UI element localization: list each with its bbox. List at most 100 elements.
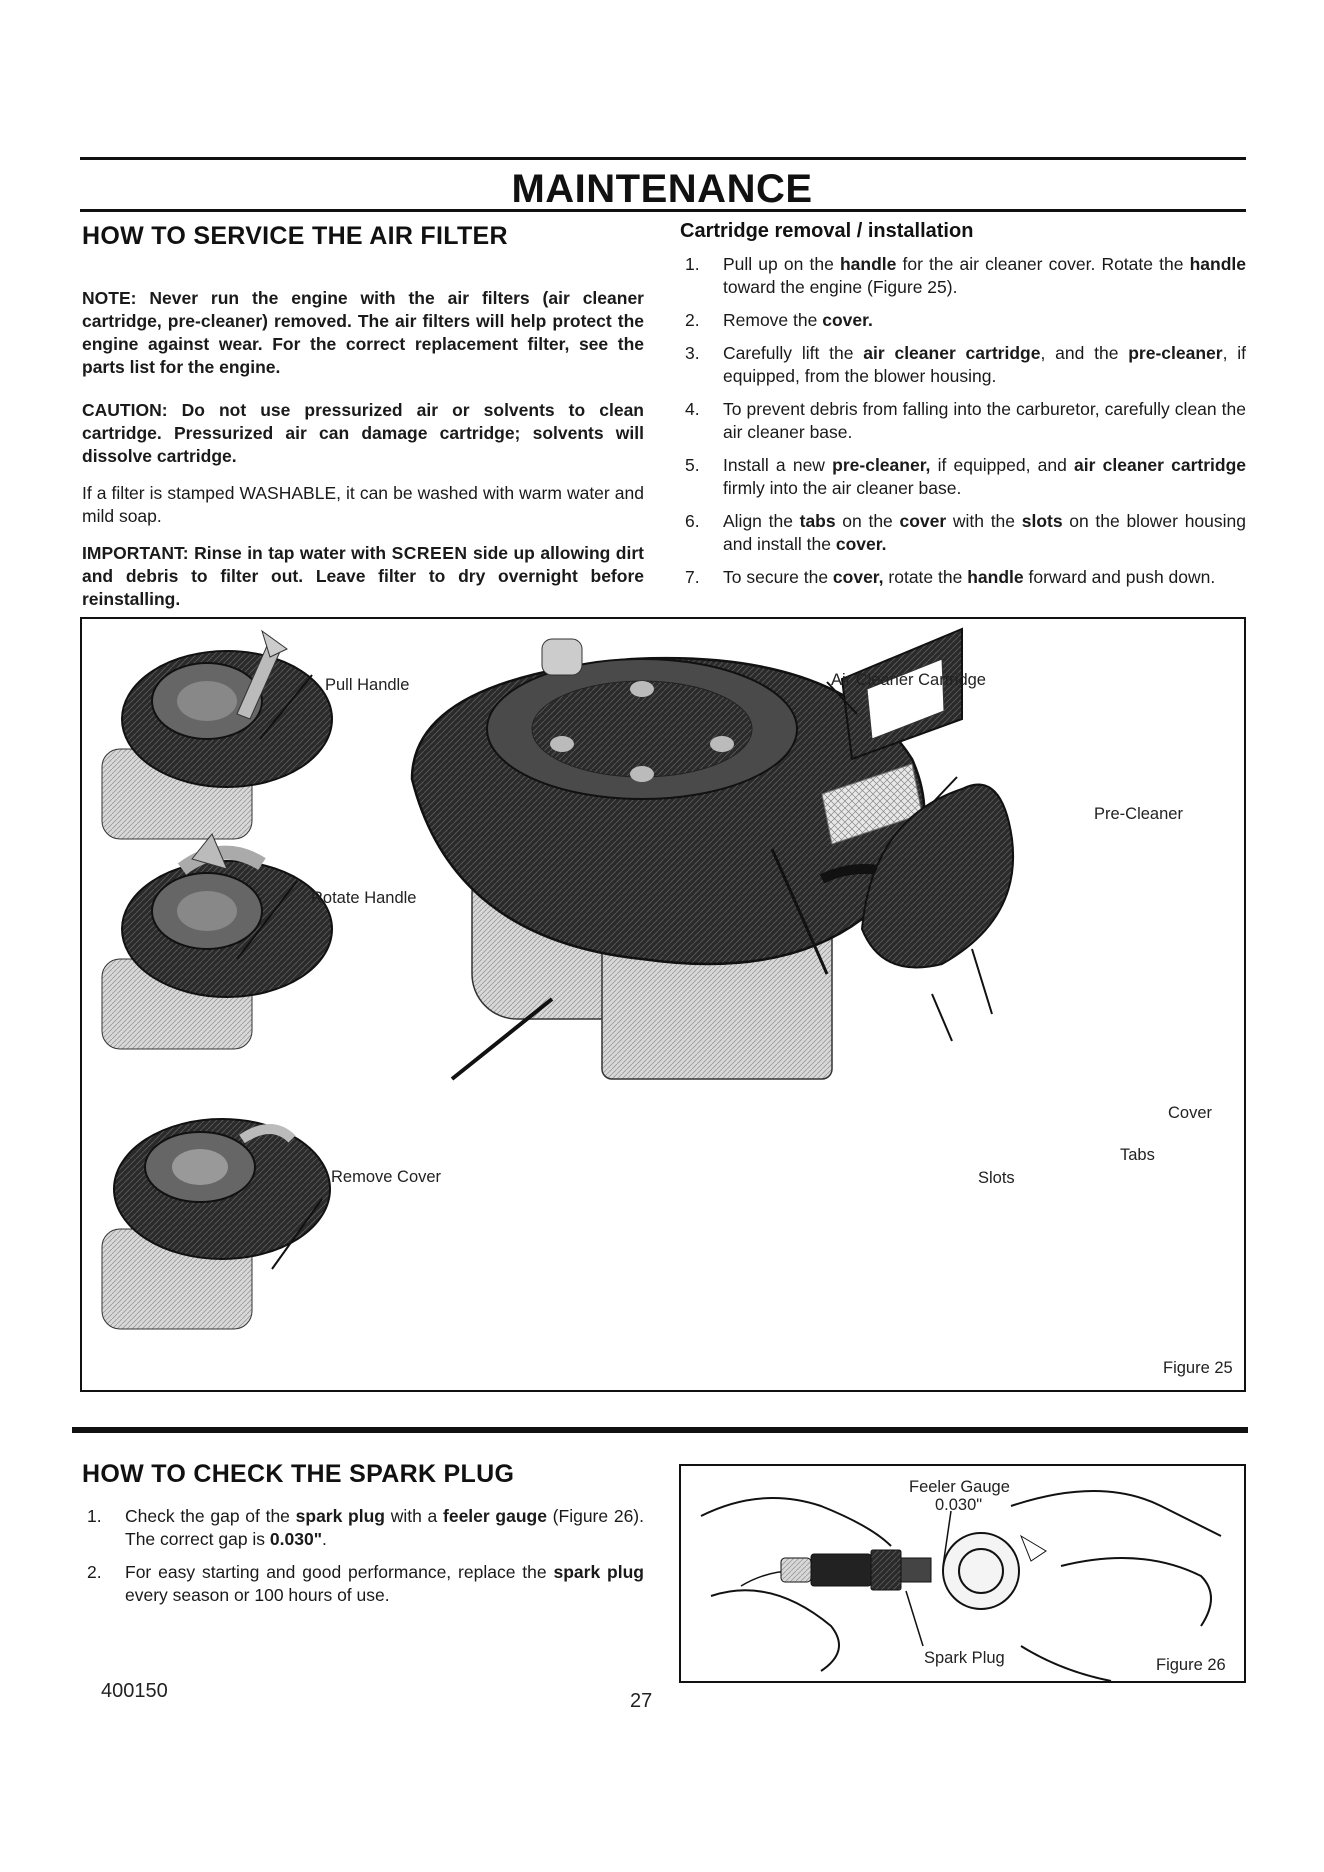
figure-26-caption: Figure 26	[1156, 1656, 1226, 1674]
tabs-leader	[931, 993, 953, 1042]
cartridge-step-text: handle	[839, 254, 897, 274]
cartridge-heading: Cartridge removal / installation	[680, 220, 974, 242]
pull-handle-leader	[259, 674, 313, 740]
note-paragraph: NOTE: Never run the engine with the air …	[82, 288, 644, 377]
spark-plug-step-text: feeler gauge	[443, 1506, 547, 1526]
label-spark-plug: Spark Plug	[924, 1649, 1005, 1667]
cartridge-step-text: Install a new	[723, 455, 833, 475]
cartridge-step-7: 7.To secure the cover, rotate the handle…	[680, 566, 1246, 589]
rotate-handle-leader	[236, 880, 298, 960]
cartridge-step-text: To prevent debris from falling into the …	[723, 399, 1246, 442]
cartridge-step-text: pre-cleaner,	[832, 455, 931, 475]
cartridge-step-text: air cleaner cartridge	[1074, 455, 1247, 475]
remove-cover-leader	[271, 1198, 323, 1270]
cartridge-step-text: for the air cleaner cover. Rotate the	[896, 254, 1190, 274]
cartridge-step-text: on the	[835, 511, 900, 531]
spark-plug-step-1: 1.Check the gap of the spark plug with a…	[82, 1505, 644, 1551]
cartridge-step-text: cover	[899, 511, 947, 531]
label-cover: Cover	[1168, 1104, 1213, 1122]
cartridge-step-text: if equipped, and	[930, 455, 1075, 475]
air-cleaner-cartridge	[840, 627, 963, 761]
cartridge-step-text: To secure the	[723, 567, 833, 587]
small-engine-rotate	[101, 833, 333, 1050]
small-engine-remove	[101, 1118, 331, 1330]
label-feeler-gauge: Feeler Gauge	[909, 1478, 1010, 1496]
label-tabs: Tabs	[1120, 1146, 1155, 1164]
spark-plug-step-text: 0.030"	[269, 1529, 323, 1549]
cartridge-step-text: cover.	[835, 534, 887, 554]
spark-plug-step-text: every season or 100 hours of use.	[125, 1585, 390, 1605]
small-engine-pull	[101, 629, 333, 840]
cover	[860, 783, 1015, 969]
cartridge-section: Cartridge removal / installation 1.Pull …	[680, 220, 1246, 599]
figure-25-caption: Figure 25	[1163, 1359, 1233, 1377]
air-filter-heading: HOW TO SERVICE THE AIR FILTER	[82, 222, 508, 250]
cartridge-step-text: air cleaner cartridge	[863, 343, 1041, 363]
cartridge-steps-list: 1.Pull up on the handle for the air clea…	[680, 253, 1246, 589]
spark-plug-step-text: .	[322, 1529, 327, 1549]
label-pull-handle: Pull Handle	[325, 676, 410, 694]
engine-illustration	[101, 627, 1015, 1330]
cartridge-step-number: 3.	[685, 343, 700, 363]
cartridge-step-2: 2. Remove the cover.	[680, 309, 1246, 332]
cartridge-step-number: 1.	[685, 254, 700, 274]
cartridge-step-number: 2.	[685, 310, 700, 330]
caution-paragraph: CAUTION: Do not use pressurized air or s…	[82, 400, 644, 466]
spark-plug-heading: HOW TO CHECK THE SPARK PLUG	[82, 1460, 515, 1488]
cartridge-step-text: Carefully lift the	[723, 343, 864, 363]
label-remove-cover: Remove Cover	[331, 1168, 442, 1186]
section-divider	[72, 1427, 1248, 1433]
cartridge-step-text: handle	[1189, 254, 1246, 274]
label-rotate-handle: Rotate Handle	[311, 889, 417, 907]
spark-plug-step-text: For easy starting and good performance, …	[125, 1562, 554, 1582]
spark-plug-section: HOW TO CHECK THE SPARK PLUG 1.Check the …	[82, 1460, 644, 1617]
washable-paragraph: If a filter is stamped WASHABLE, it can …	[82, 483, 644, 526]
cartridge-step-text: slots	[1021, 511, 1063, 531]
spark-plug-step-text: (Figure 26). The correct gap is	[125, 1506, 644, 1549]
page-title: MAINTENANCE	[511, 167, 813, 211]
cartridge-step-1: 1.Pull up on the handle for the air clea…	[680, 253, 1246, 299]
cartridge-step-text: tabs	[799, 511, 836, 531]
cartridge-step-text: Align the	[723, 511, 800, 531]
title-underline	[80, 209, 1246, 212]
cartridge-leader	[826, 681, 858, 715]
document-number: 400150	[101, 1680, 168, 1702]
spark-plug-step-text: spark plug	[295, 1506, 385, 1526]
cartridge-step-number: 7.	[685, 567, 700, 587]
slots-line	[770, 848, 829, 975]
cartridge-step-text: firmly into the air cleaner base.	[723, 478, 962, 498]
cartridge-step-text: pre-cleaner	[1128, 343, 1223, 363]
top-rule	[80, 157, 1246, 160]
cartridge-step-text: toward the engine (Figure 25).	[723, 277, 958, 297]
cartridge-step-4: 4.To prevent debris from falling into th…	[680, 398, 1246, 444]
figure-25: Pull Handle Rotate Handle Remove Cover A…	[80, 617, 1246, 1392]
spark-plug-steps-list: 1.Check the gap of the spark plug with a…	[82, 1505, 644, 1607]
main-engine	[410, 638, 926, 1081]
label-slots: Slots	[978, 1169, 1015, 1187]
important-prefix: IMPORTANT: Rinse in tap water with	[82, 543, 392, 563]
spark-plug-step-text: spark plug	[553, 1562, 644, 1582]
air-filter-section: HOW TO SERVICE THE AIR FILTER NOTE: Neve…	[82, 222, 644, 625]
figure-26: Feeler Gauge 0.030" Spark Plug Figure 26	[679, 1464, 1246, 1683]
spark-plug-step-number: 2.	[87, 1562, 102, 1582]
label-pre-cleaner: Pre-Cleaner	[1094, 805, 1183, 823]
cartridge-step-text: , and the	[1040, 343, 1129, 363]
cartridge-step-text: rotate the	[883, 567, 968, 587]
cartridge-step-5: 5. Install a new pre-cleaner, if equipped…	[680, 454, 1246, 500]
cartridge-step-3: 3. Carefully lift the air cleaner cartrid…	[680, 342, 1246, 388]
cartridge-step-text: cover.	[822, 310, 873, 330]
cartridge-step-6: 6.Align the tabs on the cover with the s…	[680, 510, 1246, 556]
spark-plug-step-text: with a	[385, 1506, 444, 1526]
important-paragraph: IMPORTANT: Rinse in tap water with SCREE…	[82, 542, 644, 611]
label-gap: 0.030"	[935, 1496, 983, 1514]
cartridge-step-text: , if equipped, from the blower housing.	[723, 343, 1247, 386]
cartridge-step-text: forward and push down.	[1023, 567, 1216, 587]
cover-leader	[971, 948, 993, 1015]
cartridge-step-text: handle	[967, 567, 1024, 587]
important-screen: SCREEN	[391, 543, 468, 563]
spark-plug-illustration	[700, 1490, 1222, 1681]
cartridge-step-text: Remove the	[723, 310, 823, 330]
spark-plug-step-number: 1.	[87, 1506, 102, 1526]
cartridge-step-number: 5.	[685, 455, 700, 475]
spark-plug-step-2: 2. For easy starting and good performance…	[82, 1561, 644, 1607]
